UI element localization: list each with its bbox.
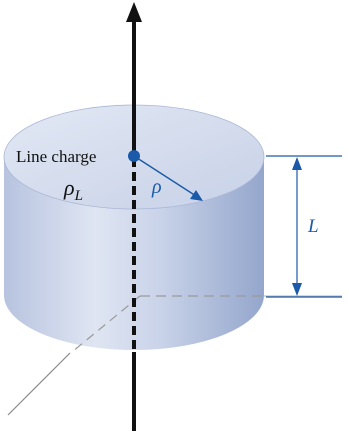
rho-radius-label: ρ xyxy=(151,176,162,198)
dot-icon xyxy=(128,150,140,162)
arrow-up-icon xyxy=(126,2,142,22)
rho-l-label: ρL xyxy=(63,175,83,204)
radius-arrowhead-icon xyxy=(190,190,203,201)
radius-arrow-line xyxy=(133,155,197,197)
length-arrow-up-icon xyxy=(292,157,302,170)
length-label: L xyxy=(307,216,319,237)
length-arrow-down-icon xyxy=(292,283,302,296)
rho-l-main: ρ xyxy=(63,175,75,200)
cylinder-side xyxy=(4,158,264,350)
line-charge-label: Line charge xyxy=(16,147,96,166)
rho-l-subscript: L xyxy=(74,188,83,204)
x-axis-line-lower xyxy=(7,352,71,416)
